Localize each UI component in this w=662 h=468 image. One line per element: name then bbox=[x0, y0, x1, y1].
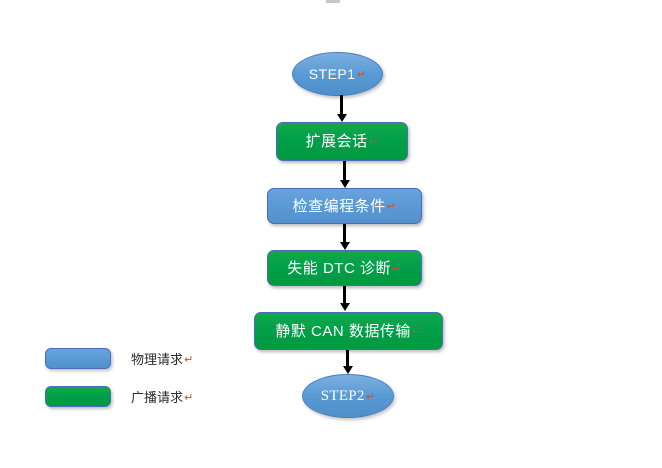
arrowhead-down-icon bbox=[336, 114, 347, 122]
node-check-programming-conditions[interactable]: 检查编程条件↵ bbox=[267, 188, 422, 224]
legend-item-broadcast-request: 广播请求↵ bbox=[45, 386, 193, 407]
arrowhead-down-icon bbox=[339, 242, 350, 250]
connector-line bbox=[343, 161, 346, 180]
connector-line bbox=[340, 95, 343, 114]
legend-swatch-blue bbox=[45, 348, 111, 369]
connector-line bbox=[343, 286, 346, 303]
node-step2[interactable]: STEP2↵ bbox=[302, 374, 394, 418]
return-mark-icon: ↵ bbox=[391, 261, 402, 275]
legend-item-physical-request: 物理请求↵ bbox=[45, 348, 193, 369]
node-step2-label: STEP2 bbox=[320, 387, 365, 404]
node-disable-dtc-label: 失能 DTC 诊断 bbox=[287, 259, 391, 277]
clipped-text-artifact bbox=[326, 0, 340, 3]
node-extended-session-label: 扩展会话 bbox=[305, 133, 368, 150]
connector-line bbox=[343, 224, 346, 242]
connector-line bbox=[346, 350, 349, 366]
return-mark-icon: ↵ bbox=[356, 67, 367, 81]
node-check-programming-conditions-label: 检查编程条件 bbox=[292, 197, 386, 215]
node-silence-can-transmission[interactable]: 静默 CAN 数据传输↵ bbox=[254, 312, 443, 350]
legend-swatch-green bbox=[45, 386, 111, 407]
node-disable-dtc[interactable]: 失能 DTC 诊断↵ bbox=[267, 250, 422, 286]
arrowhead-down-icon bbox=[339, 303, 350, 311]
return-mark-icon: ↵ bbox=[184, 391, 194, 404]
arrowhead-down-icon bbox=[339, 180, 350, 188]
arrowhead-down-icon bbox=[342, 366, 353, 374]
node-step1[interactable]: STEP1↵ bbox=[292, 52, 383, 96]
node-extended-session[interactable]: 扩展会话↵ bbox=[276, 122, 408, 161]
legend-label-physical-request-text: 物理请求 bbox=[131, 352, 184, 367]
node-step1-label: STEP1 bbox=[308, 66, 356, 82]
return-mark-icon: ↵ bbox=[368, 135, 379, 148]
return-mark-icon: ↵ bbox=[411, 324, 422, 338]
legend-label-broadcast-request-text: 广播请求 bbox=[131, 390, 184, 405]
return-mark-icon: ↵ bbox=[386, 199, 397, 213]
return-mark-icon: ↵ bbox=[184, 353, 194, 366]
node-silence-can-transmission-label: 静默 CAN 数据传输 bbox=[275, 322, 411, 340]
return-mark-icon: ↵ bbox=[365, 389, 376, 403]
legend-label-broadcast-request: 广播请求↵ bbox=[131, 387, 193, 406]
legend-label-physical-request: 物理请求↵ bbox=[131, 349, 193, 368]
